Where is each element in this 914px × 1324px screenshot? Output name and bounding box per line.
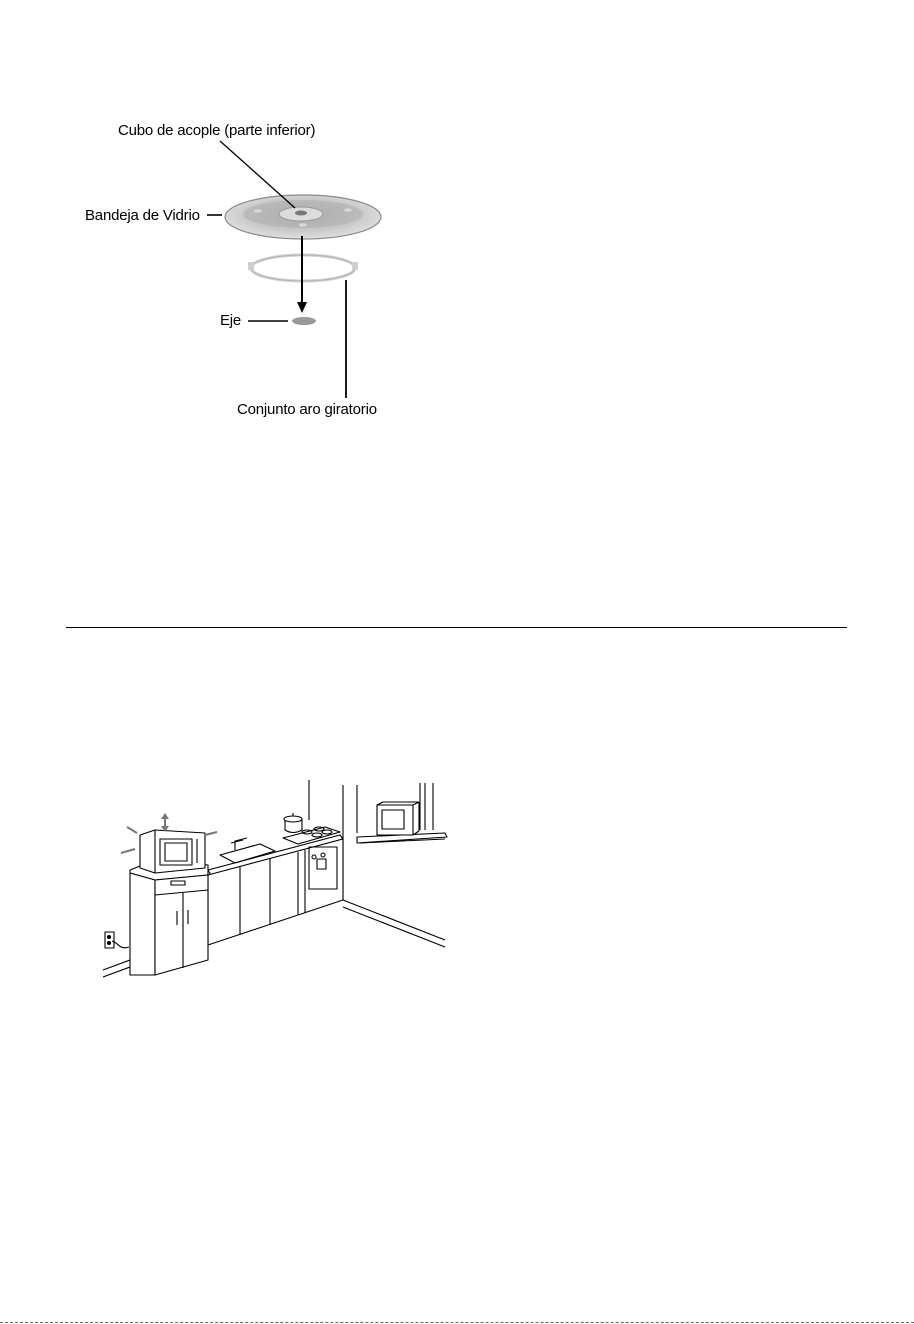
turntable-drawing [70, 110, 400, 430]
hub-label: Cubo de acople (parte inferior) [118, 123, 315, 138]
microwave-oven [140, 830, 205, 873]
turntable-assembly-figure: Cubo de acople (parte inferior) Bandeja … [70, 110, 400, 430]
section-divider [66, 627, 847, 628]
roller-ring-label: Conjunto aro giratorio [237, 402, 377, 417]
shaft-label: Eje [220, 313, 241, 328]
tv-on-windowsill [377, 802, 419, 835]
wall-outlet [105, 932, 129, 948]
shaft [292, 317, 316, 325]
kitchen-drawing [95, 775, 455, 985]
page-bottom-rule [0, 1322, 914, 1323]
glass-tray-label: Bandeja de Vidrio [85, 208, 200, 223]
kitchen-installation-figure [95, 775, 455, 985]
side-cabinet [130, 860, 208, 975]
